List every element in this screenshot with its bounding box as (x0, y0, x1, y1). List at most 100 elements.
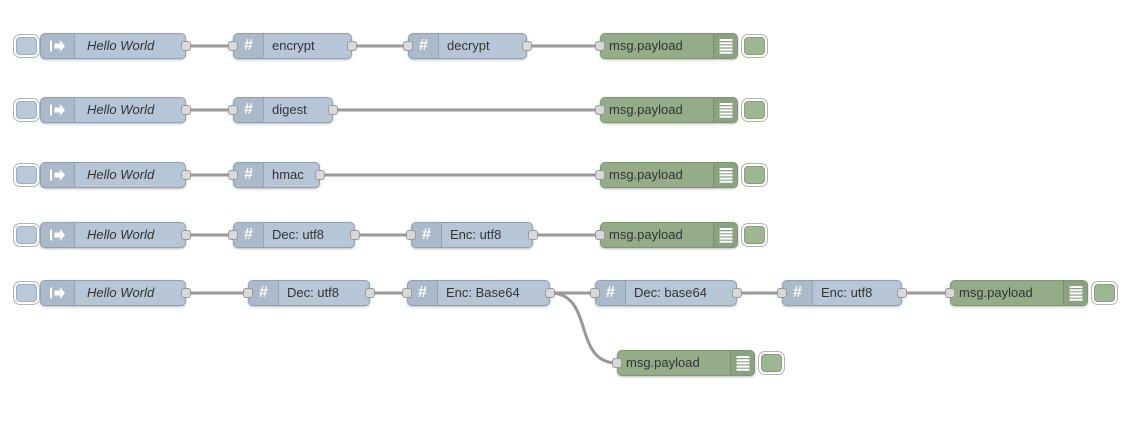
debug-toggle-face (744, 101, 765, 119)
input-port[interactable] (228, 105, 238, 115)
debug-list-icon (719, 38, 732, 54)
output-port[interactable] (732, 288, 742, 298)
input-port[interactable] (402, 288, 412, 298)
input-port[interactable] (595, 230, 605, 240)
inject-arrow-icon (49, 229, 65, 241)
node-debug-2[interactable]: msg.payload (595, 97, 738, 123)
node-dec-utf8-a[interactable]: #Dec: utf8 (228, 222, 360, 248)
debug-toggle-face (761, 354, 782, 372)
node-inject-5[interactable]: Hello World (40, 280, 191, 306)
node-enc-utf8-b[interactable]: #Enc: utf8 (777, 280, 907, 306)
hash-icon: # (259, 284, 268, 301)
node-inject-4[interactable]: Hello World (40, 222, 191, 248)
input-port[interactable] (228, 41, 238, 51)
node-icon-strip: # (412, 223, 442, 247)
node-icon-strip (41, 281, 75, 305)
node-icon-strip (713, 163, 737, 187)
node-hmac[interactable]: # hmac (228, 162, 325, 188)
hash-icon: # (793, 284, 802, 301)
output-port[interactable] (545, 288, 555, 298)
debug-toggle-face (744, 166, 765, 184)
node-icon-strip (41, 98, 75, 122)
output-port[interactable] (181, 105, 191, 115)
node-debug-1[interactable]: msg.payload (595, 33, 738, 59)
input-port[interactable] (243, 288, 253, 298)
debug-list-icon (736, 355, 749, 371)
input-port[interactable] (945, 288, 955, 298)
output-port[interactable] (328, 105, 338, 115)
output-port[interactable] (181, 41, 191, 51)
output-port[interactable] (315, 170, 325, 180)
input-port[interactable] (403, 41, 413, 51)
node-label: hmac (272, 167, 304, 182)
debug-toggle-button[interactable] (741, 98, 768, 122)
output-port[interactable] (350, 230, 360, 240)
debug-toggle-button[interactable] (1091, 281, 1118, 305)
node-icon-strip: # (596, 281, 626, 305)
node-enc-utf8-a[interactable]: # Enc: utf8 (406, 222, 538, 248)
inject-button-face (16, 166, 37, 184)
node-label: msg.payload (609, 38, 683, 53)
node-icon-strip: # (408, 281, 438, 305)
inject-button[interactable] (13, 223, 40, 247)
hash-icon: # (244, 166, 253, 183)
output-port[interactable] (522, 41, 532, 51)
node-digest[interactable]: #digest (228, 97, 338, 123)
inject-button-face (16, 226, 37, 244)
hash-icon: # (422, 226, 431, 243)
output-port[interactable] (181, 230, 191, 240)
node-label: Dec: utf8 (287, 285, 340, 300)
inject-button-face (16, 37, 37, 55)
input-port[interactable] (228, 230, 238, 240)
hash-icon: # (419, 37, 428, 54)
debug-toggle-button[interactable] (741, 34, 768, 58)
node-enc-base64[interactable]: #Enc: Base64 (402, 280, 555, 306)
output-port[interactable] (897, 288, 907, 298)
inject-arrow-icon (49, 40, 65, 52)
input-port[interactable] (595, 170, 605, 180)
debug-toggle-button[interactable] (758, 351, 785, 375)
node-label: decrypt (447, 38, 490, 53)
input-port[interactable] (590, 288, 600, 298)
inject-button[interactable] (13, 281, 40, 305)
node-dec-base64[interactable]: #Dec: base64 (590, 280, 742, 306)
input-port[interactable] (595, 41, 605, 51)
node-inject-2[interactable]: Hello World (40, 97, 191, 123)
node-dec-utf8-b[interactable]: # Dec: utf8 (243, 280, 375, 306)
wire[interactable] (548, 291, 619, 365)
input-port[interactable] (595, 105, 605, 115)
input-port[interactable] (228, 170, 238, 180)
output-port[interactable] (528, 230, 538, 240)
node-icon-strip (713, 98, 737, 122)
output-port[interactable] (181, 170, 191, 180)
input-port[interactable] (777, 288, 787, 298)
node-icon-strip: # (234, 98, 264, 122)
node-label: Enc: utf8 (450, 227, 502, 242)
node-label: encrypt (272, 38, 315, 53)
node-debug-6[interactable]: msg.payload (612, 350, 755, 376)
output-port[interactable] (365, 288, 375, 298)
node-icon-strip (41, 34, 75, 58)
node-debug-5[interactable]: msg.payload (945, 280, 1088, 306)
debug-toggle-button[interactable] (741, 223, 768, 247)
node-debug-3[interactable]: msg.payload (595, 162, 738, 188)
debug-toggle-face (744, 226, 765, 244)
output-port[interactable] (347, 41, 357, 51)
inject-button-face (16, 101, 37, 119)
output-port[interactable] (181, 288, 191, 298)
debug-toggle-button[interactable] (741, 163, 768, 187)
debug-list-icon (719, 102, 732, 118)
node-encrypt[interactable]: # encrypt (228, 33, 357, 59)
inject-button[interactable] (13, 98, 40, 122)
inject-button[interactable] (13, 34, 40, 58)
inject-button[interactable] (13, 163, 40, 187)
node-debug-4[interactable]: msg.payload (595, 222, 738, 248)
node-decrypt[interactable]: # decrypt (403, 33, 532, 59)
hash-icon: # (244, 37, 253, 54)
node-inject-1[interactable]: Hello World (40, 33, 191, 59)
node-label: msg.payload (609, 227, 683, 242)
input-port[interactable] (406, 230, 416, 240)
node-inject-3[interactable]: Hello World (40, 162, 191, 188)
input-port[interactable] (612, 358, 622, 368)
